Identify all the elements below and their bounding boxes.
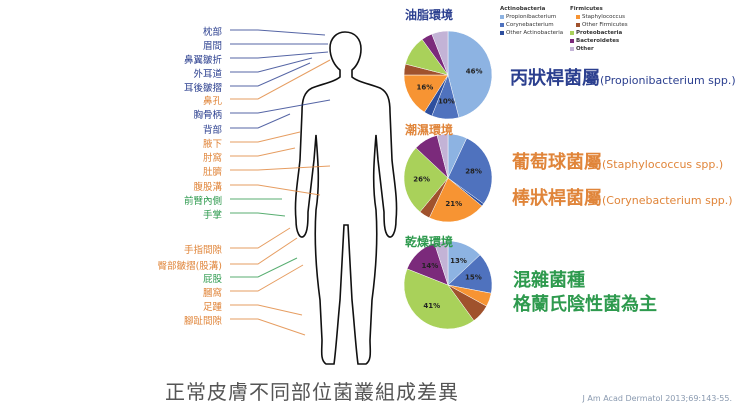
- legend-item: Staphylococcus: [576, 14, 625, 20]
- legend-group-firmicutes: Firmicutes: [570, 6, 603, 12]
- body-site-label: 鼻翼皺折: [183, 55, 222, 66]
- genus-staphylococcus: 葡萄球菌屬(Staphylococcus spp.): [512, 152, 724, 173]
- leader-line: [230, 165, 331, 171]
- pie-slice-other: [436, 133, 449, 179]
- pie-data-label: 16%: [416, 84, 433, 92]
- pie-data-label: 10%: [438, 97, 455, 105]
- body-site-label: 眉間: [202, 41, 222, 52]
- legend-item: Corynebacterium: [500, 22, 554, 28]
- pie-slice-propionibacterium: [447, 30, 493, 118]
- leader-line: [230, 59, 331, 100]
- body-site-label: 屁股: [202, 274, 222, 285]
- legend-group-actinobacteria: Actinobacteria: [500, 6, 546, 12]
- human-body-outline: [294, 31, 398, 365]
- moist-env-title: 潮濕環境: [405, 123, 454, 137]
- pie-data-label: 13%: [450, 257, 467, 265]
- pie-slice-staphylococcus: [428, 177, 483, 223]
- pie-data-label: 26%: [413, 176, 430, 184]
- leader-line: [230, 257, 298, 278]
- citation: J Am Acad Dermatol 2013;69:143-55.: [582, 394, 733, 403]
- legend-item: Propionibacterium: [500, 14, 556, 20]
- pie-slice-proteobacteria: [403, 268, 475, 330]
- leader-line: [230, 227, 291, 249]
- body-site-label: 腋下: [202, 139, 222, 150]
- genus-propionibacterium: 丙狀桿菌屬(Propionibacterium spp.): [510, 68, 736, 89]
- body-site-label: 腳趾間隙: [183, 316, 222, 327]
- body-site-label: 枕部: [202, 27, 222, 38]
- page-title: 正常皮膚不同部位菌叢組成差異: [165, 380, 459, 404]
- leader-line: [230, 318, 306, 336]
- legend-item: Other: [570, 46, 594, 52]
- pie-slice-proteobacteria: [403, 147, 449, 213]
- body-site-label: 外耳道: [193, 69, 222, 80]
- genus-corynebacterium: 棒狀桿菌屬(Corynebacterium spp.): [512, 188, 733, 209]
- body-site-label: 臀部皺摺(股溝): [157, 261, 222, 272]
- body-site-label: 耳後皺摺: [183, 83, 222, 94]
- body-site-label: 手掌: [202, 210, 222, 221]
- body-site-label: 鼻孔: [202, 96, 222, 107]
- legend-col-2: Firmicutes Staphylococcus Other Firmicut…: [570, 5, 628, 53]
- pie-data-label: 14%: [422, 262, 439, 270]
- leader-line: [230, 57, 313, 73]
- leader-line: [230, 113, 291, 129]
- body-site-label: 足踵: [202, 302, 222, 313]
- pie-data-label: 21%: [445, 200, 462, 208]
- sebaceous-env-title: 油脂環境: [405, 8, 454, 22]
- body-site-label: 肚臍: [202, 167, 222, 178]
- leader-line: [230, 51, 329, 59]
- pie-data-label: 28%: [465, 167, 482, 175]
- leader-line: [230, 29, 326, 36]
- body-site-label: 肘窩: [202, 153, 222, 164]
- leader-line: [230, 131, 301, 143]
- leader-line: [230, 237, 298, 265]
- dry-mixed-species: 混雜菌種: [513, 270, 585, 291]
- pie-data-label: 41%: [423, 302, 440, 310]
- body-site-label: 胸骨柄: [193, 110, 222, 121]
- leader-line: [230, 184, 321, 196]
- legend-item: Bacteroidetes: [570, 38, 619, 44]
- legend-col-1: Actinobacteria Propionibacterium Coryneb…: [500, 5, 563, 37]
- pie-slice-corynebacterium: [447, 137, 493, 205]
- pie-slice-staphylococcus: [403, 74, 449, 113]
- leader-line: [230, 99, 331, 114]
- pie-slice-other: [431, 30, 449, 76]
- leader-line: [230, 62, 311, 87]
- leader-line: [230, 304, 303, 316]
- leader-line: [230, 147, 296, 157]
- body-site-label: 腹股溝: [193, 182, 222, 193]
- leader-line: [230, 264, 304, 292]
- pie-slice-other: [434, 240, 449, 286]
- legend-item: Other Firmicutes: [576, 22, 628, 28]
- dry-env-title: 乾燥環境: [405, 235, 454, 249]
- body-site-label: 背部: [202, 125, 222, 136]
- body-site-label: 手指間隙: [183, 245, 222, 256]
- pie-data-label: 15%: [465, 274, 482, 282]
- body-site-label: 膕窩: [202, 288, 222, 299]
- leader-line: [230, 212, 286, 217]
- body-site-label: 前臂內側: [183, 196, 222, 207]
- legend-item: Proteobacteria: [570, 30, 622, 36]
- dry-gram-negative: 格蘭氏陰性菌為主: [513, 294, 657, 315]
- pie-data-label: 46%: [466, 68, 483, 76]
- legend-item: Other Actinobacteria: [500, 30, 563, 36]
